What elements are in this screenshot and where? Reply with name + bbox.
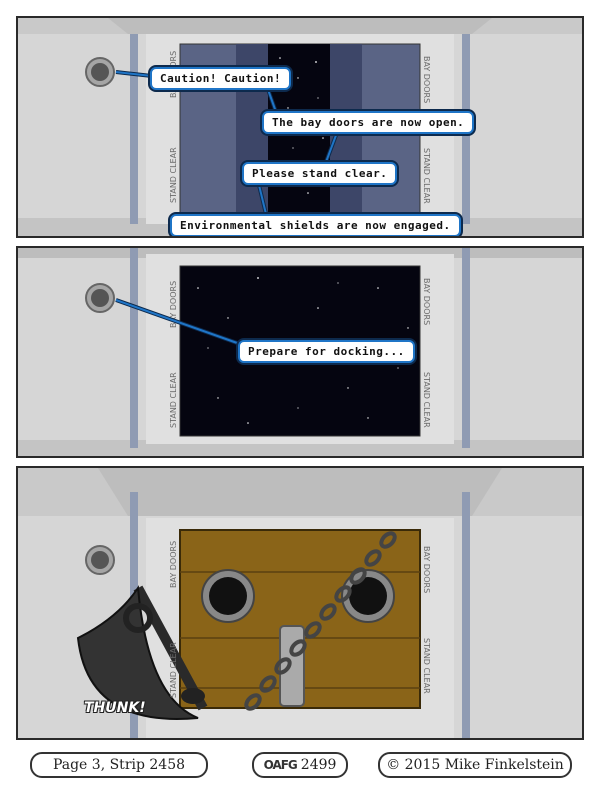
stand-clear-label-right: STAND CLEAR bbox=[422, 148, 431, 204]
chain bbox=[244, 531, 397, 711]
comic-panel-1: BAY DOORS STAND CLEAR BAY DOORS STAND CL… bbox=[16, 16, 584, 238]
speech-bubble-prepare-docking: Prepare for docking... bbox=[238, 340, 415, 363]
copyright-label: © 2015 Mike Finkelstein bbox=[378, 752, 572, 778]
stand-clear-label-left: STAND CLEAR bbox=[169, 147, 178, 203]
strip-number: 2499 bbox=[300, 757, 337, 773]
speech-bubble-shields-engaged: Environmental shields are now engaged. bbox=[170, 214, 461, 236]
hatch-bracket bbox=[279, 625, 305, 707]
speech-bubble-bay-doors-open: The bay doors are now open. bbox=[262, 111, 475, 134]
speech-bubble-caution: Caution! Caution! bbox=[150, 67, 292, 90]
strip-number-badge: OAFG 2499 bbox=[252, 752, 348, 778]
page-strip-text: Page 3, Strip 2458 bbox=[52, 757, 186, 773]
comic-panel-2: BAY DOORS STAND CLEAR BAY DOORS STAND CL… bbox=[16, 246, 584, 458]
bay-doors-label-right: BAY DOORS bbox=[422, 56, 431, 103]
page-strip-label: Page 3, Strip 2458 bbox=[30, 752, 208, 778]
oafg-logo: OAFG bbox=[263, 758, 298, 772]
bay-doors-label-left: BAY DOORS bbox=[169, 281, 178, 328]
bay-doors-label-left: BAY DOORS bbox=[169, 541, 178, 588]
speech-bubble-stand-clear: Please stand clear. bbox=[242, 162, 398, 185]
stand-clear-label-right: STAND CLEAR bbox=[422, 372, 431, 428]
bay-doors-label-right: BAY DOORS bbox=[422, 546, 431, 593]
anchor bbox=[76, 585, 208, 720]
stand-clear-label-left: STAND CLEAR bbox=[169, 642, 178, 698]
bay-doors-label-right: BAY DOORS bbox=[422, 278, 431, 325]
bubble-tails bbox=[115, 298, 241, 346]
copyright-text: © 2015 Mike Finkelstein bbox=[386, 757, 564, 773]
stand-clear-label-right: STAND CLEAR bbox=[422, 638, 431, 694]
comic-panel-3: BAY DOORS STAND CLEAR BAY DOORS STAND CL… bbox=[16, 466, 584, 740]
sound-effect-thunk: THUNK! bbox=[84, 700, 146, 716]
stand-clear-label-left: STAND CLEAR bbox=[169, 372, 178, 428]
hangar-background: BAY DOORS STAND CLEAR BAY DOORS STAND CL… bbox=[18, 468, 582, 738]
